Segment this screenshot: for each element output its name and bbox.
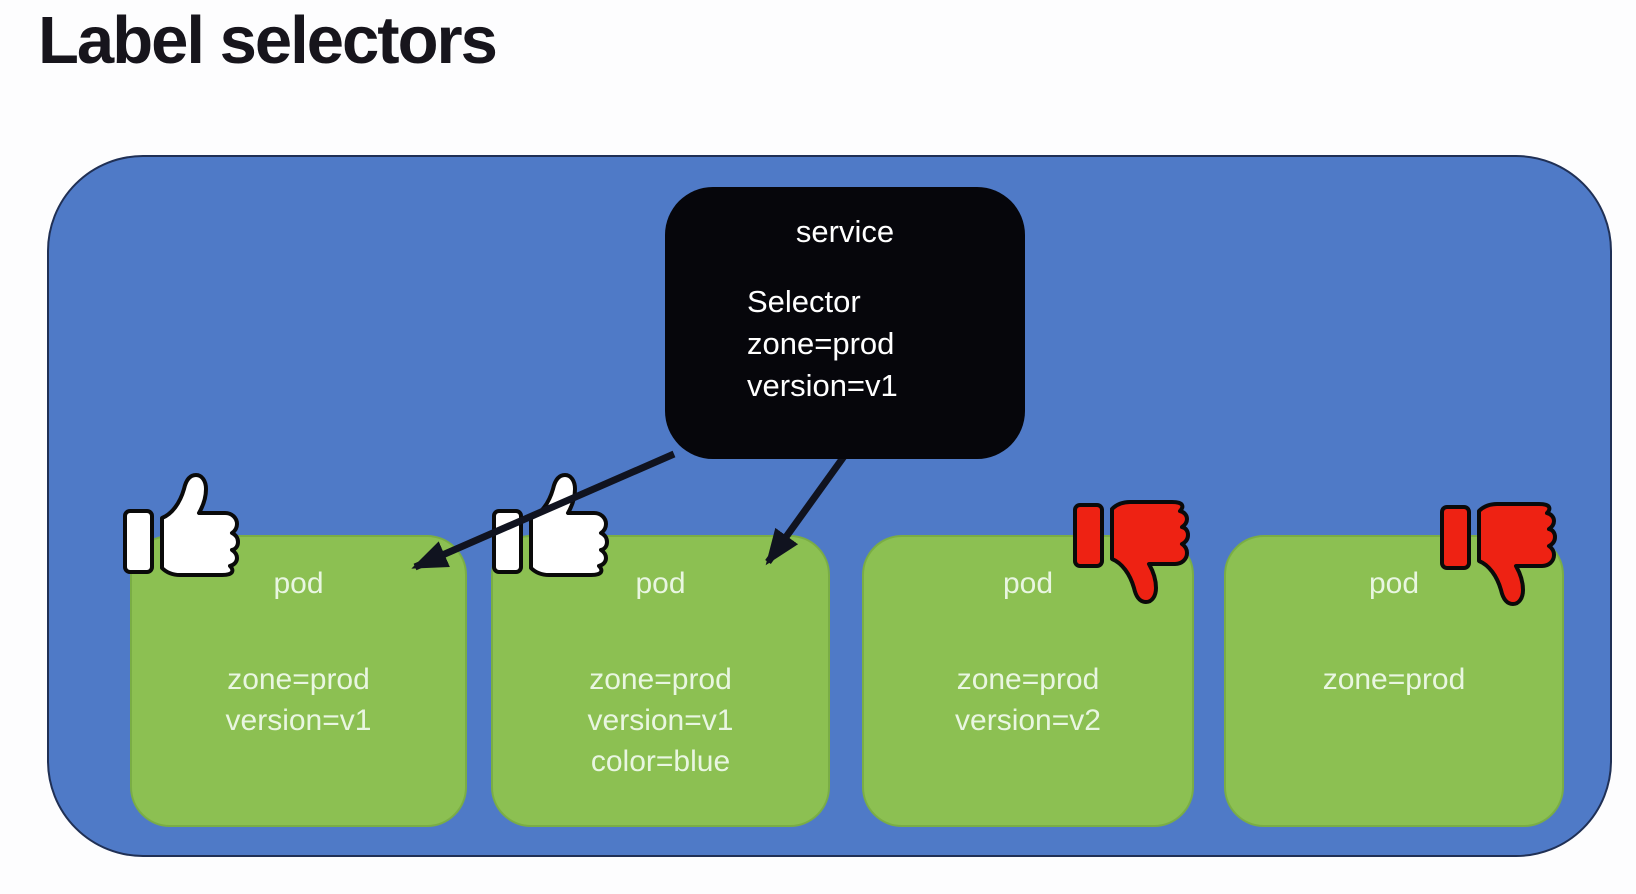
pod-label: zone=prod [227,663,370,696]
selector-rule: zone=prod [747,326,895,361]
pod-label: version=v1 [587,704,734,737]
pod-label: version=v1 [225,704,372,737]
selector-rule: version=v1 [747,368,898,403]
pod-label: zone=prod [956,663,1100,696]
pod-box-4: pod zone=prod [1224,502,1564,827]
pod-label: zone=prod [1322,663,1466,696]
pod-label: color=blue [590,745,731,778]
pod-name: pod [1368,567,1420,600]
pod-name: pod [273,567,324,600]
pod-labels: zone=prod version=v2 [864,659,1192,741]
thumbs-down-icon [1439,502,1561,607]
page-title: Label selectors [38,3,498,78]
service-selectors: Selector zone=prod version=v1 [747,281,1025,407]
pod-labels: zone=prod [1226,659,1562,700]
selector-heading: Selector [747,284,861,319]
thumbs-up-icon [122,472,244,577]
pod-labels: zone=prod version=v1 [132,659,465,741]
pod-name: pod [635,567,686,600]
thumbs-down-icon [1072,500,1194,605]
pod-label: version=v2 [955,704,1101,737]
pod-box-1: pod zone=prod version=v1 [123,473,467,827]
pod-box-3: pod zone=prod version=v2 [862,500,1194,827]
pod-box-2: pod zone=prod version=v1 color=blue [491,473,830,827]
cluster-container: pod zone=prod version=v1 pod zone=prod v… [47,155,1612,857]
pod-name: pod [1002,567,1054,600]
pod-labels: zone=prod version=v1 color=blue [493,659,828,782]
service-name: service [795,214,895,249]
pod-label: zone=prod [589,663,732,696]
service-box: service Selector zone=prod version=v1 [665,187,1025,459]
thumbs-up-icon [491,472,613,577]
